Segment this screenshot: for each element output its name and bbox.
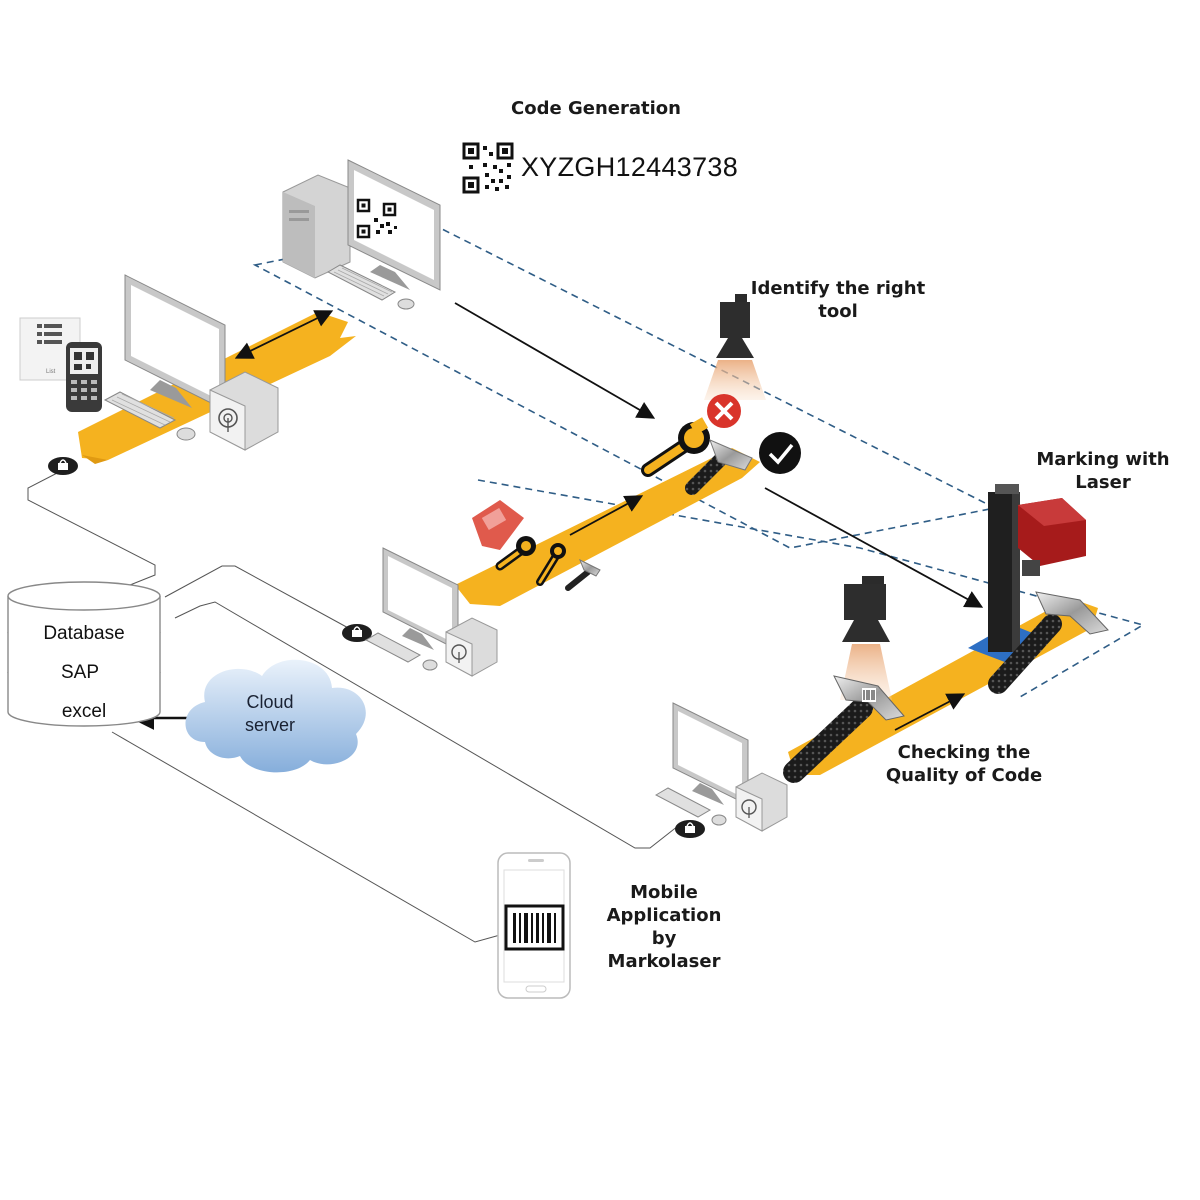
cloud-label: Cloud server	[210, 691, 330, 737]
keyboard-left	[103, 391, 177, 429]
terminal-workstation	[19, 274, 279, 451]
line-station3-to-database	[174, 601, 679, 849]
code-generation-workstation	[282, 159, 441, 310]
mobile-phone	[497, 852, 571, 999]
keyboard	[326, 264, 397, 301]
network-lines	[27, 469, 679, 943]
arrow-generation-to-identify	[454, 302, 656, 419]
code-value: XYZGH12443738	[521, 152, 739, 182]
flow-arrows	[130, 302, 984, 731]
qr-code-icon	[462, 142, 514, 194]
label-mobile-line-4: Markolaser	[607, 951, 721, 972]
laser-machine	[968, 484, 1086, 664]
lock-icon	[342, 624, 372, 642]
hammer-icon	[988, 591, 1109, 694]
label-identify-line-1: Identify the right	[750, 278, 926, 299]
label-checking-quality: Checking the Quality of Code	[884, 741, 1044, 787]
arrow-identify-to-marking	[764, 487, 984, 608]
mouse	[397, 298, 415, 310]
monitor-screen	[354, 170, 434, 280]
hammer-icon	[783, 675, 905, 783]
camera-icon	[704, 294, 766, 400]
database-stack	[7, 581, 161, 727]
label-marking-line-2: Laser	[1075, 472, 1131, 493]
hammer-icon	[685, 439, 753, 495]
label-mobile-app: Mobile Application by Markolaser	[604, 881, 724, 973]
label-identify-tool: Identify the right tool	[748, 277, 928, 323]
check-icon	[759, 432, 801, 474]
hammer-icon	[565, 558, 601, 591]
cloud-server	[185, 659, 366, 773]
list-icon	[37, 324, 62, 344]
label-mobile-line-3: by	[651, 928, 677, 949]
database-layer-3: excel	[61, 701, 107, 722]
monitor-screen-left	[131, 285, 219, 400]
line-station2-to-database	[164, 565, 353, 631]
label-marking-laser: Marking with Laser	[1030, 448, 1176, 494]
cloud-label-line-1: Cloud	[246, 692, 294, 712]
wrench-icon	[495, 536, 536, 571]
sharpener-icon	[472, 500, 524, 550]
arrow-top-conveyor	[234, 310, 334, 359]
list-card-label: List	[46, 369, 56, 375]
screen-qr-icon	[356, 198, 397, 239]
label-identify-line-2: tool	[818, 301, 858, 322]
wrench-icon	[641, 417, 710, 477]
reject-icon	[707, 394, 741, 428]
conveyor-top-edge	[82, 455, 108, 464]
camera-icon	[840, 576, 892, 700]
barcode-icon	[862, 688, 876, 702]
barcode-icon	[504, 904, 565, 951]
label-code-generation: Code Generation	[511, 98, 681, 119]
wrench-icon	[536, 543, 566, 586]
label-checking-line-1: Checking the	[897, 742, 1031, 763]
station-2-workstation	[364, 547, 498, 677]
dashed-zone-upper	[252, 227, 998, 549]
station-3-workstation	[654, 702, 788, 832]
line-terminal-to-database	[27, 469, 156, 586]
label-mobile-line-1: Mobile	[630, 882, 698, 903]
cloud-label-line-2: server	[244, 715, 295, 735]
line-database-to-mobile	[111, 731, 501, 943]
conveyor-middle	[455, 448, 760, 606]
label-marking-line-1: Marking with	[1036, 449, 1170, 470]
database-layer-2: SAP	[60, 662, 100, 683]
arrow-lower-conveyor	[894, 693, 966, 731]
database-layer-1: Database	[43, 623, 125, 644]
scanner-icon	[66, 342, 102, 412]
arrow-middle-conveyor	[569, 495, 644, 536]
lock-icon	[48, 457, 78, 475]
lock-icon	[675, 820, 705, 838]
label-checking-line-2: Quality of Code	[885, 765, 1043, 786]
label-mobile-line-2: Application	[606, 905, 722, 926]
